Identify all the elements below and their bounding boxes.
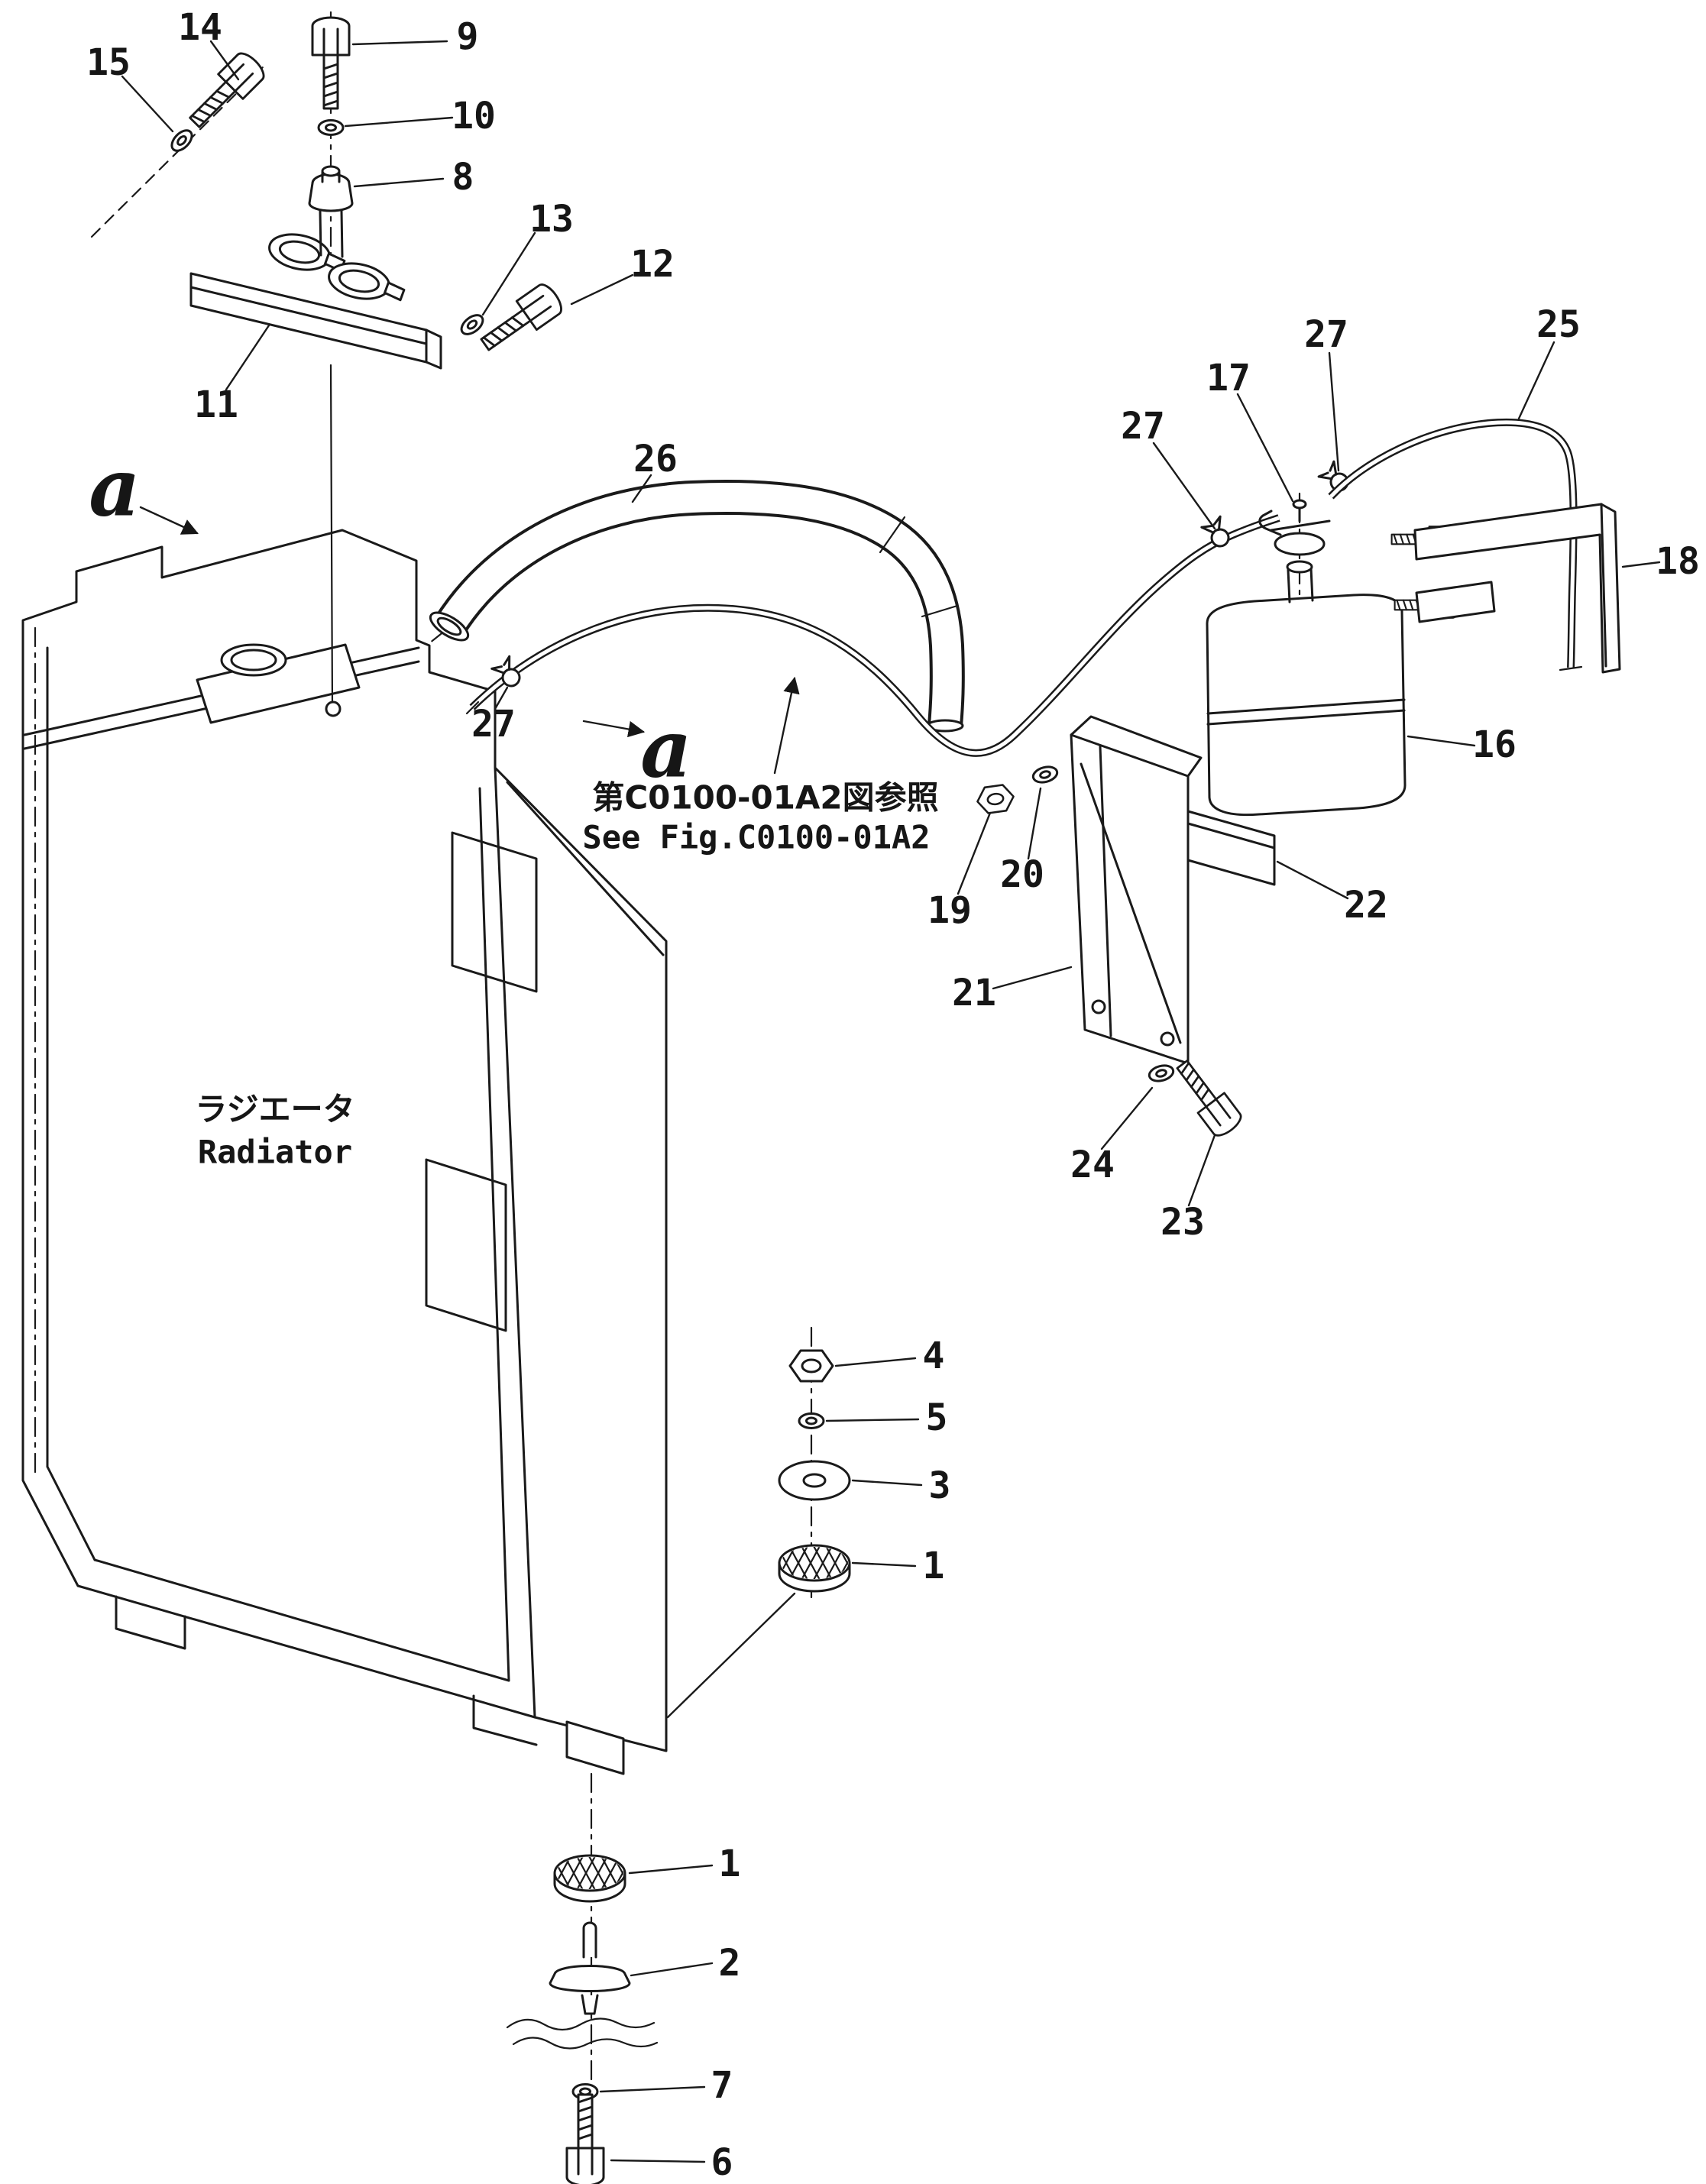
support-line [329, 364, 334, 707]
upper-bracket-assembly [167, 16, 567, 370]
mount-2 [549, 1921, 631, 2015]
filler-neck [220, 643, 287, 677]
pipe-clamp-right [328, 262, 406, 302]
callout-7: 7 [711, 2064, 733, 2107]
callout-26: 26 [633, 438, 678, 480]
nut-4 [788, 1349, 834, 1383]
callout-25: 25 [1536, 303, 1581, 346]
frame-break-line-lower [512, 2037, 659, 2050]
callout-23: 23 [1161, 1201, 1205, 1244]
label-plate-upper [451, 831, 538, 993]
bottom-mount-foot [565, 1720, 625, 1775]
callout-8: 8 [452, 156, 474, 199]
rubber-mount-8 [308, 165, 354, 258]
callout-3: 3 [929, 1464, 951, 1507]
callout-4: 4 [923, 1335, 945, 1377]
callout-21: 21 [952, 972, 996, 1014]
callouts: 15 14 9 10 8 13 12 11 26 27 17 27 27 25 … [86, 6, 1700, 2184]
reference-note: 第C0100-01A2図参照 See Fig.C0100-01A2 [582, 779, 938, 856]
section-marker-labels: a a [89, 441, 691, 796]
bottom-mount-parts [506, 1855, 659, 2184]
foot-notch-right [472, 1694, 538, 1746]
callout-15: 15 [86, 41, 131, 84]
foot-notch-left [115, 1595, 186, 1650]
tube-25 [1328, 418, 1583, 671]
bracket-18 [1390, 503, 1621, 674]
reference-note-jp: 第C0100-01A2図参照 [592, 779, 938, 817]
reservoir-tank-16 [1206, 492, 1407, 817]
overflow-tube [465, 514, 1280, 757]
plate-bolt-hole [325, 700, 342, 717]
top-tank-plate [196, 643, 361, 724]
radiator-label-en: Radiator [198, 1134, 352, 1171]
washer-3 [778, 1460, 851, 1501]
callout-18: 18 [1656, 540, 1700, 583]
callout-27-left: 27 [471, 703, 516, 746]
callout-27-middle: 27 [1121, 405, 1165, 448]
callout-9: 9 [457, 15, 479, 58]
callout-5: 5 [926, 1396, 948, 1439]
section-markers [139, 506, 646, 738]
callout-14: 14 [178, 6, 222, 49]
callout-2: 2 [719, 1942, 741, 1985]
radiator-outline [21, 529, 668, 1752]
washer-10 [317, 119, 345, 136]
callout-11: 11 [194, 383, 238, 426]
callout-20: 20 [1000, 853, 1044, 896]
right-mount-parts [776, 1349, 857, 1591]
callout-17: 17 [1206, 357, 1251, 400]
callout-16: 16 [1472, 723, 1517, 766]
pipe-clamp-left [268, 233, 346, 273]
radiator-label-jp: ラジエータ [195, 1091, 354, 1128]
callout-10: 10 [452, 95, 496, 138]
upper-hose-26 [429, 479, 965, 733]
callout-1-bottom: 1 [719, 1843, 741, 1885]
section-a-left: a [89, 441, 140, 535]
callout-6: 6 [711, 2141, 733, 2184]
callout-27-right: 27 [1304, 313, 1348, 356]
callout-12: 12 [630, 243, 675, 286]
tank-cap-17 [1258, 499, 1331, 556]
callout-22: 22 [1344, 884, 1388, 927]
reference-note-arrow [773, 676, 800, 775]
label-plate-lower [425, 1158, 507, 1332]
bracket-11-end-cap [425, 328, 442, 370]
callout-1-right: 1 [923, 1545, 945, 1587]
leader-lines [121, 40, 1661, 2163]
reference-note-en: See Fig.C0100-01A2 [582, 819, 930, 856]
washer-5 [798, 1412, 825, 1429]
radiator: ラジエータ Radiator [21, 529, 668, 1775]
callout-24: 24 [1070, 1144, 1115, 1186]
section-a-right: a [640, 702, 691, 796]
bracket-21 [1070, 715, 1276, 1065]
callout-19: 19 [927, 889, 972, 932]
callout-13: 13 [529, 198, 574, 241]
frame-break-line-upper [506, 2017, 656, 2031]
